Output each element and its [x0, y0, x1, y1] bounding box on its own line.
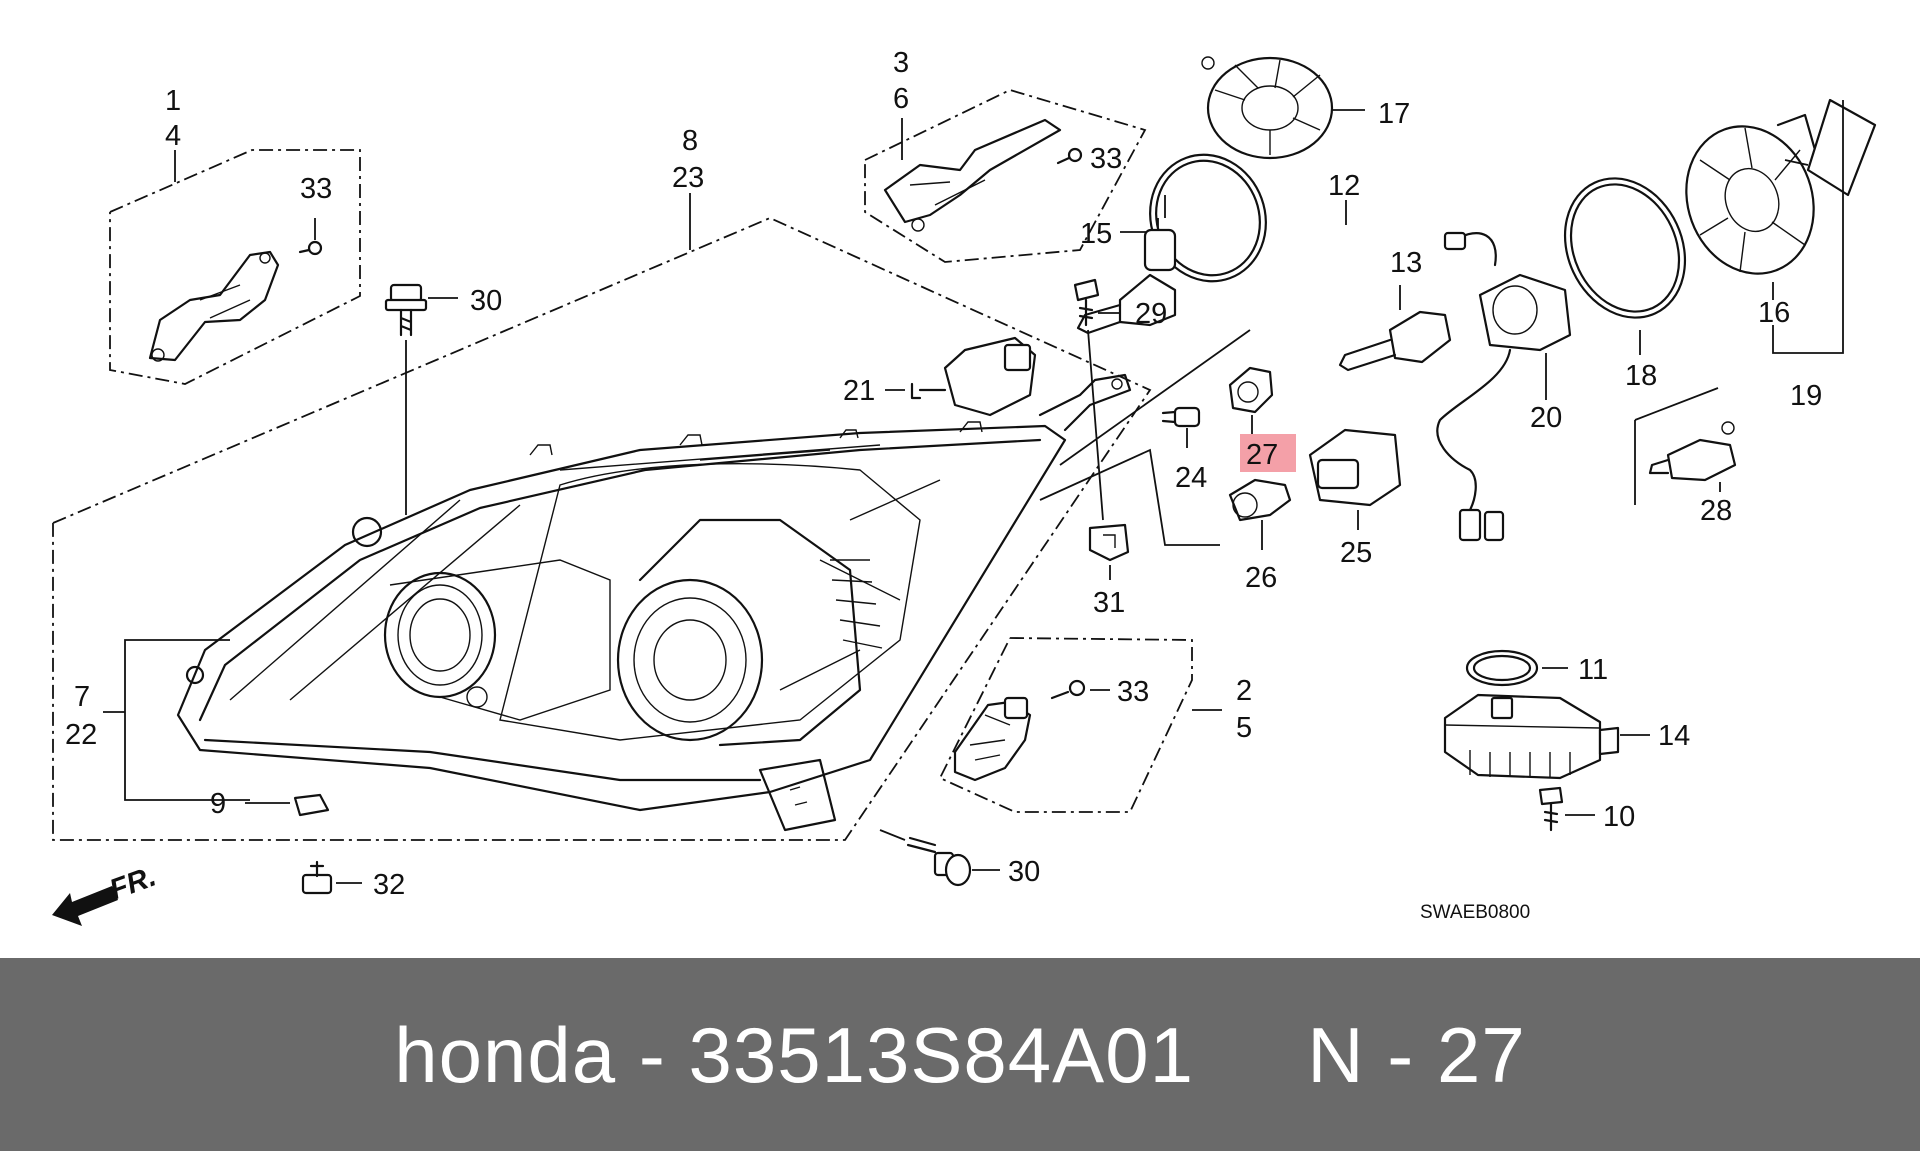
dust-cap-part-17: [1201, 56, 1365, 160]
part-number-caption: honda - 33513S84A01 N - 27: [394, 1011, 1526, 1099]
callout-7: 7: [74, 681, 90, 713]
callout-15: 15: [1080, 218, 1112, 250]
callout-11: 11: [1578, 654, 1608, 686]
callout-29: 29: [1135, 298, 1167, 330]
nut-9: [245, 793, 330, 817]
assembly-outline-bracket-left: [109, 149, 361, 385]
bulb-part-28: [1648, 421, 1737, 492]
bracket-part-3: [883, 118, 1062, 232]
callout-28: 28: [1700, 495, 1732, 527]
caption-bar: honda - 33513S84A01 N - 27: [0, 958, 1920, 1151]
front-direction-arrow-icon: [52, 886, 118, 926]
callout-10: 10: [1603, 801, 1635, 833]
callout-26: 26: [1245, 562, 1277, 594]
callout-16: 16: [1758, 297, 1790, 329]
callout-33a: 33: [300, 173, 332, 205]
headlight-housing: [176, 421, 1067, 832]
callout-9: 9: [210, 788, 226, 820]
seal-ring-part-15: [1120, 153, 1267, 283]
callout-6: 6: [893, 83, 909, 115]
front-label: FR.: [105, 861, 160, 907]
leader-group-28b: [1634, 387, 1719, 421]
leader-group-12: [1059, 329, 1251, 466]
leader-group-24-26: [1039, 448, 1220, 546]
callout-12: 12: [1328, 170, 1360, 202]
bracket-part-2: [953, 696, 1032, 782]
bulb-part-12: [1076, 195, 1347, 335]
callout-25: 25: [1340, 537, 1372, 569]
callout-31: 31: [1093, 587, 1125, 619]
callout-21: 21: [843, 375, 875, 407]
ballast-unit-part-14: [1443, 693, 1650, 780]
callout-32: 32: [373, 869, 405, 901]
leader-group-16-19: [1772, 100, 1844, 354]
bulb-socket-part-27: [1228, 366, 1274, 435]
screw-33c: [1050, 679, 1110, 700]
dust-cover-part-16: [1685, 113, 1817, 300]
bolt-32: [301, 860, 362, 895]
leader-group-7-22: [124, 639, 250, 801]
callout-19: 19: [1790, 380, 1822, 412]
bulb-part-26: [1228, 478, 1292, 550]
clip-31: [1088, 523, 1130, 580]
label-sheet: [1784, 98, 1877, 197]
callout-4: 4: [165, 120, 181, 152]
igniter-part-20: [1436, 231, 1572, 542]
callout-5: 5: [1236, 712, 1252, 744]
headlight-exploded-diagram: FR. 1 4 33 3 6 33 8 23 30 17 15 12 13 29…: [52, 47, 1877, 926]
screw-33b: [1056, 147, 1083, 165]
diagram-canvas: FR. 1 4 33 3 6 33 8 23 30 17 15 12 13 29…: [52, 47, 1877, 926]
seal-ring-part-18: [1563, 177, 1687, 355]
callout-13: 13: [1390, 247, 1422, 279]
reference-code: SWAEB0800: [1420, 902, 1530, 923]
leveling-bracket: [1038, 373, 1132, 432]
leveling-actuator-part-21: [885, 336, 1037, 417]
callout-23: 23: [672, 162, 704, 194]
callout-24: 24: [1175, 462, 1207, 494]
callout-33b: 33: [1090, 143, 1122, 175]
assembly-outline-bracket-top: [864, 89, 1147, 263]
callout-22: 22: [65, 719, 97, 751]
callout-18: 18: [1625, 360, 1657, 392]
callout-17: 17: [1378, 98, 1410, 130]
bolt-30-bottom: [879, 829, 1000, 887]
callout-14: 14: [1658, 720, 1690, 752]
callout-33c: 33: [1117, 676, 1149, 708]
callout-20: 20: [1530, 402, 1562, 434]
bulb-part-13: [1338, 285, 1452, 372]
callout-1: 1: [165, 85, 181, 117]
callout-2: 2: [1236, 675, 1252, 707]
screw-10: [1538, 786, 1595, 832]
bracket-part-1: [148, 250, 280, 362]
callout-8: 8: [682, 125, 698, 157]
highlight-box-27: [1240, 434, 1296, 472]
callout-30b: 30: [1008, 856, 1040, 888]
assembly-outline-bracket-right: [938, 637, 1193, 813]
assembly-outline-main: [52, 217, 1152, 841]
bulb-part-24: [1161, 406, 1201, 448]
socket-part-25: [1308, 428, 1402, 530]
bolt-30-top: [384, 283, 458, 515]
seal-ring-part-11: [1465, 649, 1568, 687]
screw-33a: [298, 240, 323, 256]
callout-27: 27: [1246, 439, 1278, 471]
callout-30a: 30: [470, 285, 502, 317]
callout-3: 3: [893, 47, 909, 79]
